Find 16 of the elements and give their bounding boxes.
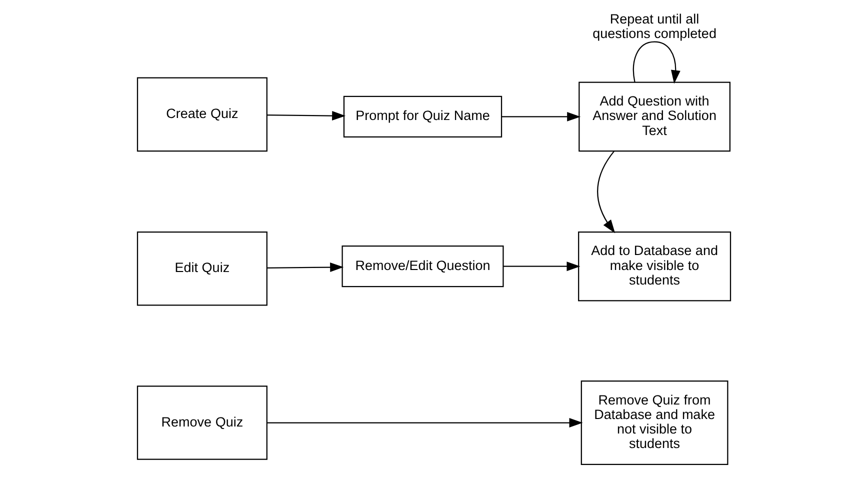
node-box: Create Quiz: [136, 77, 268, 152]
edge-label: Repeat until all questions completed: [592, 11, 716, 42]
arrow: [597, 150, 616, 234]
arrow: [504, 262, 580, 272]
node-box: Edit Quiz: [136, 231, 268, 306]
node-box: Prompt for Quiz Name: [343, 96, 502, 138]
arrow: [267, 418, 583, 428]
arrow: [502, 112, 581, 122]
node-box: Add Question with Answer and Solution Text: [578, 82, 730, 152]
arrow: [267, 262, 344, 272]
node-box: Remove/Edit Question: [342, 246, 504, 288]
node-box: Add to Database and make visible to students: [578, 231, 732, 302]
node-box: Remove Quiz from Database and make not visible to students: [580, 380, 728, 465]
arrow: [267, 111, 346, 120]
arrow: [632, 41, 680, 84]
node-box: Remove Quiz: [136, 386, 268, 460]
